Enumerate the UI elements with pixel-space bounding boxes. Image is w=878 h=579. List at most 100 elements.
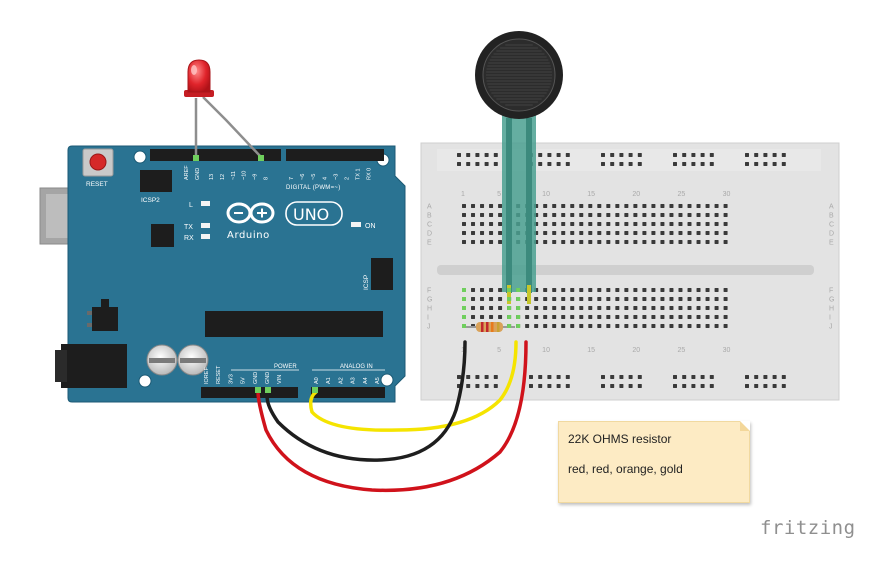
power-pin-labels: IOREF RESET 3V3 5V GND GND VIN xyxy=(204,365,283,384)
reset-label: RESET xyxy=(86,181,108,188)
digital-pin-label: ~10 xyxy=(242,171,248,180)
black-wire xyxy=(265,340,467,462)
digital-pin-label: 13 xyxy=(209,174,215,180)
digital-pin-label: RX 0 xyxy=(367,168,373,180)
icsp2-header xyxy=(140,170,172,192)
red-led xyxy=(184,59,262,158)
row-letter: E xyxy=(427,240,432,247)
tx-led xyxy=(201,223,210,228)
usb-chip xyxy=(151,224,174,247)
analog-pin-label: A5 xyxy=(375,377,381,384)
digital-pin-label: 8 xyxy=(264,177,270,180)
row-letter: C xyxy=(829,222,834,229)
power-rail-top xyxy=(437,149,821,171)
note-line-1: 22K OHMS resistor xyxy=(568,432,672,446)
yellow-wire xyxy=(308,340,518,432)
column-number-bottom: 20 xyxy=(632,347,640,354)
digital-label: DIGITAL (PWM=~) xyxy=(286,185,341,191)
capacitor-2 xyxy=(177,344,209,376)
power-header xyxy=(201,387,298,398)
column-number-bottom: 30 xyxy=(723,347,731,354)
analog-pin-label: A3 xyxy=(351,377,357,384)
column-number-top: 1 xyxy=(461,191,465,198)
row-letter: A xyxy=(427,204,432,211)
row-letter: D xyxy=(829,231,834,238)
capacitor-1 xyxy=(146,344,178,376)
gnd-pin-label: GND xyxy=(195,168,201,180)
analog-pin-label: A1 xyxy=(326,377,332,384)
uno-label: UNO xyxy=(293,205,329,224)
power-pin-label: IOREF xyxy=(204,367,210,384)
row-letter: J xyxy=(427,324,431,331)
power-pin-label: 3V3 xyxy=(228,374,234,384)
column-number-top: 30 xyxy=(723,191,731,198)
column-number-bottom: 5 xyxy=(497,347,501,354)
note-line-2: red, red, orange, gold xyxy=(568,462,683,476)
column-number-top: 5 xyxy=(497,191,501,198)
digital-pin-label: 7 xyxy=(289,177,295,180)
resistor-22k xyxy=(465,322,515,332)
wires xyxy=(256,340,528,493)
arduino-uno-board: RESET ICSP2 AREF GND 13 12 ~11 ~10 ~9 8 7 ~6 ~5 4… xyxy=(39,145,406,403)
column-number-bottom: 15 xyxy=(587,347,595,354)
row-letter: F xyxy=(427,288,431,295)
digital-pin-label: 4 xyxy=(322,177,328,180)
analog-pin-label: A4 xyxy=(363,377,369,384)
column-number-top: 20 xyxy=(632,191,640,198)
rx-label: RX xyxy=(184,235,194,242)
digital-pin-label: ~9 xyxy=(253,174,259,180)
aref-label: AREF xyxy=(184,165,190,180)
row-letter: B xyxy=(829,213,834,220)
l-label: L xyxy=(189,202,193,209)
arduino-logo-icon xyxy=(226,202,275,224)
analog-pin-label: A0 xyxy=(314,377,320,384)
uno-badge xyxy=(285,201,343,226)
digital-pin-label: ~3 xyxy=(333,174,339,180)
fritzing-logo: fritzing xyxy=(760,517,856,539)
row-letter: H xyxy=(427,306,432,313)
power-pin-label: 5V xyxy=(241,377,247,384)
digital-pin-label: ~5 xyxy=(311,174,317,180)
red-wire xyxy=(256,340,528,493)
digital-header xyxy=(150,149,384,161)
digital-pin-label: ~11 xyxy=(231,171,237,180)
force-sensitive-resistor xyxy=(475,31,563,304)
column-number-bottom: 1 xyxy=(461,347,465,354)
pcb xyxy=(67,145,406,403)
column-number-bottom: 25 xyxy=(677,347,685,354)
resistor-note-card: 22K OHMS resistor red, red, orange, gold xyxy=(558,421,750,503)
digital-pin-label: 12 xyxy=(220,174,226,180)
row-letter: G xyxy=(829,297,834,304)
tx-label: TX xyxy=(184,224,193,231)
arduino-wordmark: Arduino xyxy=(227,230,270,241)
row-letter: F xyxy=(829,288,833,295)
analog-header xyxy=(311,387,385,398)
digital-pin-label: TX 1 xyxy=(356,168,362,180)
power-label: POWER xyxy=(274,364,297,370)
row-letter: D xyxy=(427,231,432,238)
atmega-chip xyxy=(205,311,383,337)
on-led xyxy=(351,222,361,227)
row-letter: E xyxy=(829,240,834,247)
digital-pin-label: 2 xyxy=(345,177,351,180)
power-pin-label: GND xyxy=(265,372,271,384)
row-letter: I xyxy=(829,315,831,322)
power-pin-label: GND xyxy=(253,372,259,384)
column-number-bottom: 10 xyxy=(542,347,550,354)
analog-label: ANALOG IN xyxy=(340,364,373,370)
power-pin-label: VIN xyxy=(277,375,283,384)
digital-pin-label: ~6 xyxy=(300,174,306,180)
column-number-top: 10 xyxy=(542,191,550,198)
row-letter: J xyxy=(829,324,833,331)
connected-highlights xyxy=(462,288,521,328)
power-pin-label: RESET xyxy=(216,365,222,384)
row-letter: A xyxy=(829,204,834,211)
icsp2-label: ICSP2 xyxy=(141,197,160,204)
power-jack xyxy=(61,344,127,388)
reset-button[interactable] xyxy=(82,148,114,177)
column-number-top: 15 xyxy=(587,191,595,198)
